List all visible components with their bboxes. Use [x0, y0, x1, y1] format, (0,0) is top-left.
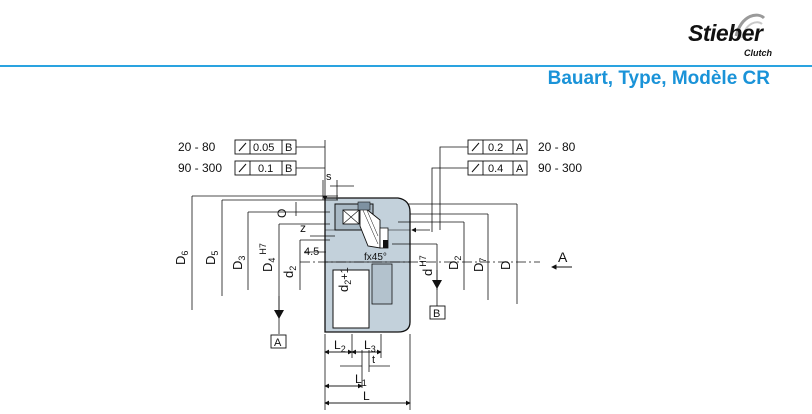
tolerance-left-2-range: 90 - 300	[178, 161, 222, 175]
view-arrow-label: A	[558, 249, 568, 265]
label-D6: D6	[173, 251, 190, 265]
label-L: L	[363, 389, 370, 403]
label-L3: L3	[364, 338, 376, 354]
tolerance-right-1-value: 0.2	[488, 142, 503, 154]
label-D2: D2	[446, 256, 463, 270]
tolerance-left-2-value: 0.1	[258, 163, 273, 175]
header-rule	[0, 65, 812, 67]
label-fx45: fx45°	[364, 252, 387, 263]
runout-icon	[238, 163, 247, 173]
tolerance-row-right-1: 0.2 A 20 - 80	[467, 139, 576, 155]
page-title: Bauart, Type, Modèle CR	[547, 68, 770, 89]
clutch-body	[324, 197, 411, 333]
runout-icon	[471, 142, 480, 152]
label-d2: d2	[281, 266, 298, 278]
tolerance-right-2-datum: A	[516, 163, 524, 175]
logo-swoosh-icon	[734, 13, 766, 39]
tolerance-right-2-value: 0.4	[488, 163, 503, 175]
label-dH7: dH7	[418, 255, 435, 276]
datum-B: B	[429, 270, 446, 320]
label-z: z	[300, 221, 306, 235]
label-d2-plus-1: d2+1	[336, 267, 353, 292]
logo-brand: Stieber	[688, 20, 763, 46]
datum-B-label: B	[433, 308, 440, 320]
label-s: s	[326, 171, 332, 183]
tolerance-right-1-datum: A	[516, 142, 524, 154]
label-D5: D5	[203, 251, 220, 265]
runout-icon	[471, 163, 480, 173]
label-D4: D4H7	[258, 243, 277, 272]
label-D: D	[498, 261, 513, 270]
label-L2: L2	[334, 338, 346, 354]
label-O: O	[275, 209, 289, 218]
tolerance-left-1-value: 0.05	[253, 142, 274, 154]
tolerance-left-2-datum: B	[285, 163, 292, 175]
label-D3: D3	[230, 256, 247, 270]
label-t: t	[372, 354, 375, 366]
datum-A-label: A	[274, 337, 282, 349]
tolerance-left-1-range: 20 - 80	[178, 140, 216, 154]
tolerance-row-left-1: 20 - 80 0.05 B	[178, 139, 297, 155]
label-L1: L1	[355, 372, 367, 388]
label-4-5: 4.5	[304, 246, 319, 258]
datum-A: A	[270, 296, 287, 349]
runout-icon	[238, 142, 247, 152]
view-arrow: A	[551, 249, 572, 270]
label-D7: D7	[471, 258, 488, 272]
logo-sub: Clutch	[744, 48, 772, 58]
tolerance-right-1-range: 20 - 80	[538, 140, 576, 154]
tolerance-left-1-datum: B	[285, 142, 292, 154]
tolerance-right-2-range: 90 - 300	[538, 161, 582, 175]
tolerance-row-left-2: 90 - 300 0.1 B	[178, 160, 297, 176]
tolerance-row-right-2: 0.4 A 90 - 300	[467, 160, 582, 176]
stieber-logo: Stieber Clutch	[682, 10, 782, 66]
